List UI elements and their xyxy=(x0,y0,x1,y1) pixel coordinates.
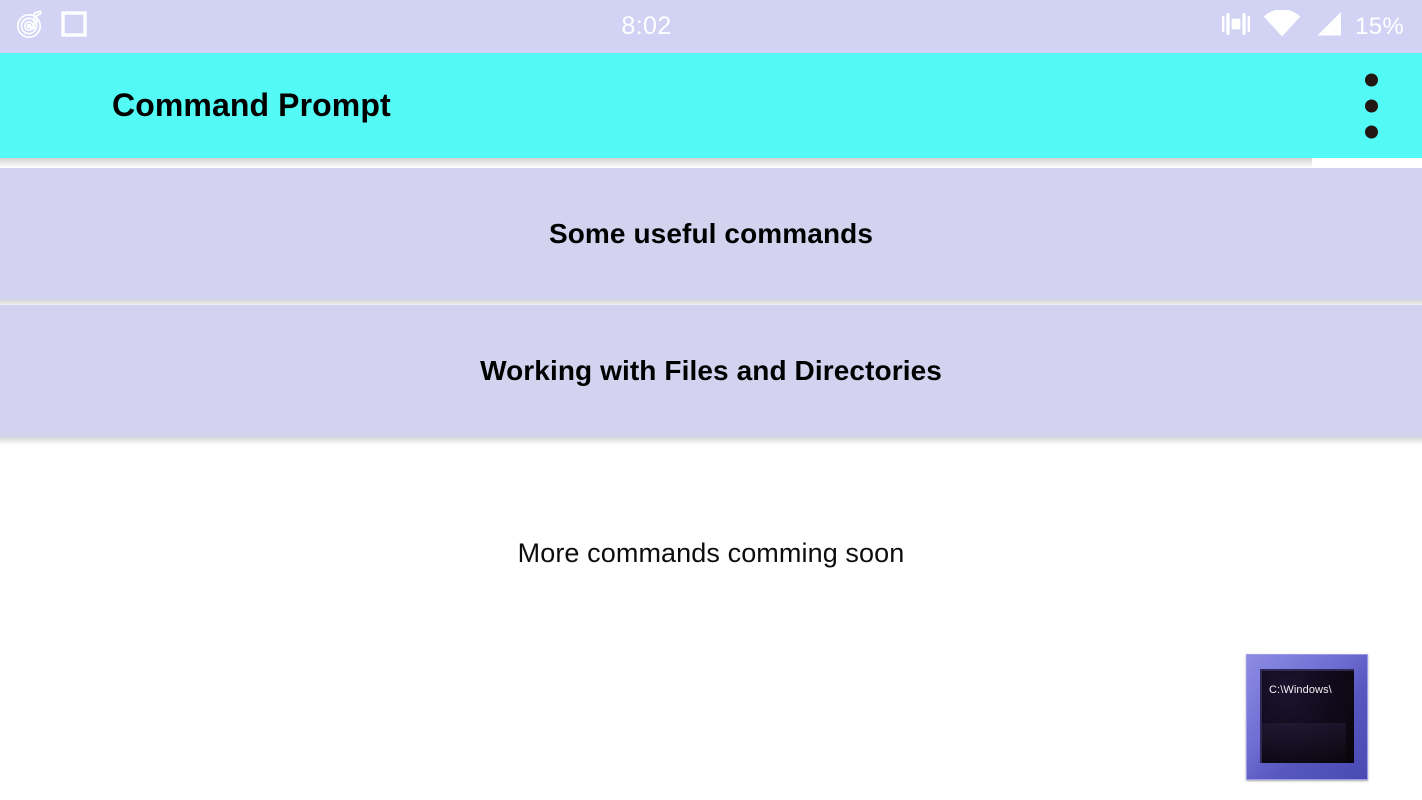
list-item-label: Some useful commands xyxy=(548,218,874,249)
app-bar: Command Prompt xyxy=(0,53,1422,158)
status-bar-clock: 8:02 xyxy=(621,12,672,40)
status-bar-clock-wrap: 8:02 xyxy=(88,14,1221,39)
list-item-label: Working with Files and Directories xyxy=(480,355,942,386)
command-prompt-icon-path: C:\Windows\ xyxy=(1269,684,1332,696)
cellular-signal-icon xyxy=(1313,10,1343,43)
list-item-working-with-files-and-directories[interactable]: Working with Files and Directories xyxy=(0,305,1422,445)
coming-soon-note: More commands comming soon xyxy=(517,538,905,568)
square-outline-icon xyxy=(60,10,88,43)
status-bar: 8:02 xyxy=(0,0,1422,53)
overflow-dot xyxy=(1365,99,1378,112)
app-bar-title: Command Prompt xyxy=(112,87,391,123)
wifi-icon xyxy=(1263,9,1301,43)
more-vert-icon[interactable] xyxy=(1365,73,1378,138)
overflow-dot xyxy=(1365,73,1378,86)
command-prompt-icon-screen: C:\Windows\ xyxy=(1260,669,1354,763)
command-prompt-icon[interactable]: C:\Windows\ xyxy=(1246,654,1368,780)
vibrate-icon xyxy=(1221,11,1251,42)
status-bar-notification-icons xyxy=(16,9,88,44)
app-bar-shadow xyxy=(0,158,1312,168)
command-category-list: Some useful commands Working with Files … xyxy=(0,168,1422,445)
list-item-some-useful-commands[interactable]: Some useful commands xyxy=(0,168,1422,308)
status-bar-system-icons: 15% xyxy=(1221,9,1404,43)
battery-percentage: 15% xyxy=(1355,12,1404,40)
music-note-icon xyxy=(16,9,46,44)
overflow-dot xyxy=(1365,125,1378,138)
